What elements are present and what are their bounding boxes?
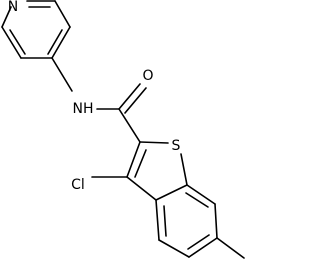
molecule-diagram: N NH O S Cl: [1, 0, 245, 259]
bond-c4-nh: [51, 57, 73, 92]
atom-label-pyridine-n: N: [8, 0, 18, 15]
atom-label-nh: NH: [73, 101, 94, 117]
bond-py-n-c2: [1, 6, 12, 28]
bond-py-c4-c5: [51, 26, 71, 59]
atom-label-cl: Cl: [71, 177, 85, 193]
bond-carbonyl-o: [118, 83, 141, 110]
bond-c4-c3a: [155, 199, 160, 241]
bond-c2-s: [139, 141, 169, 144]
bond-s-c7a: [180, 153, 188, 186]
bond-py-c2-c3-inner: [9, 29, 26, 55]
bond-c6-c5: [188, 237, 218, 258]
bond-c2-c3-inner: [134, 149, 147, 178]
bond-c5-c4: [158, 239, 190, 258]
atom-label-s: S: [172, 138, 181, 154]
bond-c7a-c7-inner: [185, 192, 209, 208]
bond-c7-c6: [214, 203, 218, 239]
bond-c4-c3a-inner: [163, 205, 167, 237]
bond-carbonyl-c2: [118, 108, 141, 143]
bond-carbonyl-o-double: [124, 87, 147, 114]
benzene-ring: [155, 184, 218, 258]
thiophene-ring: S: [126, 138, 188, 201]
bond-c2-c3: [126, 141, 141, 178]
bond-py-c4-c5-inner: [47, 29, 63, 55]
atom-label-o: O: [142, 68, 153, 84]
bond-py-c2-c3: [1, 26, 22, 59]
bond-c3a-c7a: [155, 184, 188, 201]
bond-c7a-c7: [186, 184, 216, 205]
structure-svg: N NH O S Cl: [1, 0, 245, 259]
bond-c6-methyl: [216, 237, 245, 259]
bond-c3-c3a: [126, 176, 157, 201]
bond-py-c5-c6: [54, 0, 71, 28]
bond-c6-c5-inner: [187, 234, 210, 250]
pyridine-ring: N: [1, 0, 71, 59]
